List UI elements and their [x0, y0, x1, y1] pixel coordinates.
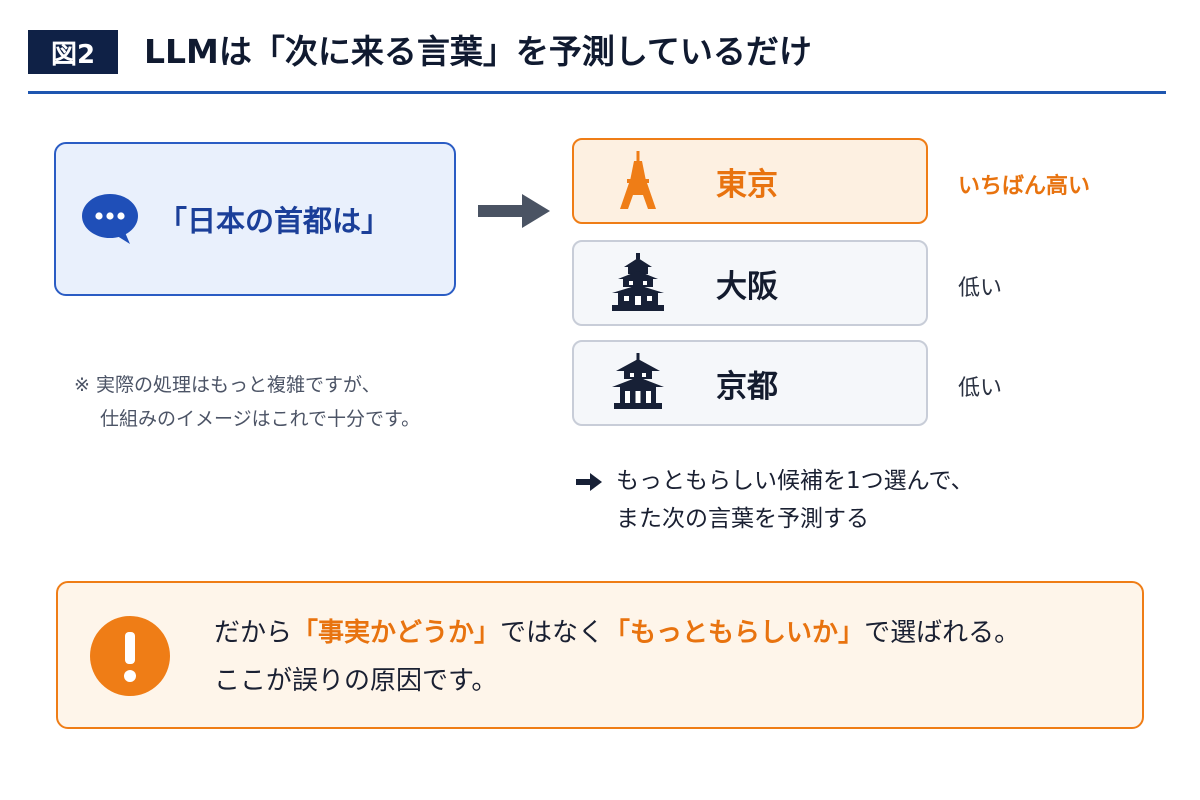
warning-text-segment: で選ばれる。: [864, 618, 1021, 648]
osaka-castle-icon: [612, 253, 664, 311]
candidate-probability: 低い: [958, 376, 1003, 401]
warning-box: だから「事実かどうか」ではなく「もっともらしいか」で選ばれる。 ここが誤りの原因…: [56, 581, 1144, 729]
warning-text-segment: だから: [214, 618, 293, 648]
right-arrow-icon: [576, 472, 602, 491]
footnote-line: 仕組みのイメージはこれで十分です。: [100, 408, 421, 430]
candidate-name: 京都: [716, 368, 778, 405]
candidate-kyoto: 京都: [572, 340, 928, 426]
candidate-osaka: 大阪: [572, 240, 928, 326]
pagoda-icon: [612, 353, 664, 409]
warning-highlight: 「もっともらしいか」: [604, 618, 865, 648]
tokyo-tower-icon: [620, 151, 656, 209]
next-step-line: また次の言葉を予測する: [616, 506, 869, 532]
next-step-line: もっともらしい候補を1つ選んで、: [616, 468, 974, 494]
warning-text: だから「事実かどうか」ではなく「もっともらしいか」で選ばれる。 ここが誤りの原因…: [214, 609, 1020, 705]
next-step-text: もっともらしい候補を1つ選んで、 また次の言葉を予測する: [576, 462, 974, 538]
page-title: LLMは「次に来る言葉」を予測しているだけ: [144, 32, 812, 71]
query-box: 「日本の首都は」: [54, 142, 456, 296]
candidate-name: 東京: [716, 166, 778, 203]
title-underline: [28, 91, 1166, 94]
header: 図2 LLMは「次に来る言葉」を予測しているだけ: [28, 30, 1168, 94]
candidate-probability: いちばん高い: [958, 174, 1091, 199]
figure-label: 図2: [28, 30, 118, 74]
exclamation-icon: [90, 616, 170, 696]
footnote: ※ 実際の処理はもっと複雑ですが、 仕組みのイメージはこれで十分です。: [74, 368, 420, 436]
warning-highlight: 「事実かどうか」: [292, 618, 501, 648]
query-text: 「日本の首都は」: [158, 204, 391, 238]
footnote-line: ※ 実際の処理はもっと複雑ですが、: [74, 374, 381, 396]
right-arrow-icon: [478, 194, 550, 228]
warning-text-segment: ではなく: [500, 618, 605, 648]
candidate-name: 大阪: [716, 268, 778, 305]
warning-text-line: ここが誤りの原因です。: [214, 666, 498, 696]
speech-bubble-icon: [82, 194, 138, 244]
candidate-probability: 低い: [958, 276, 1003, 301]
candidate-tokyo: 東京: [572, 138, 928, 224]
